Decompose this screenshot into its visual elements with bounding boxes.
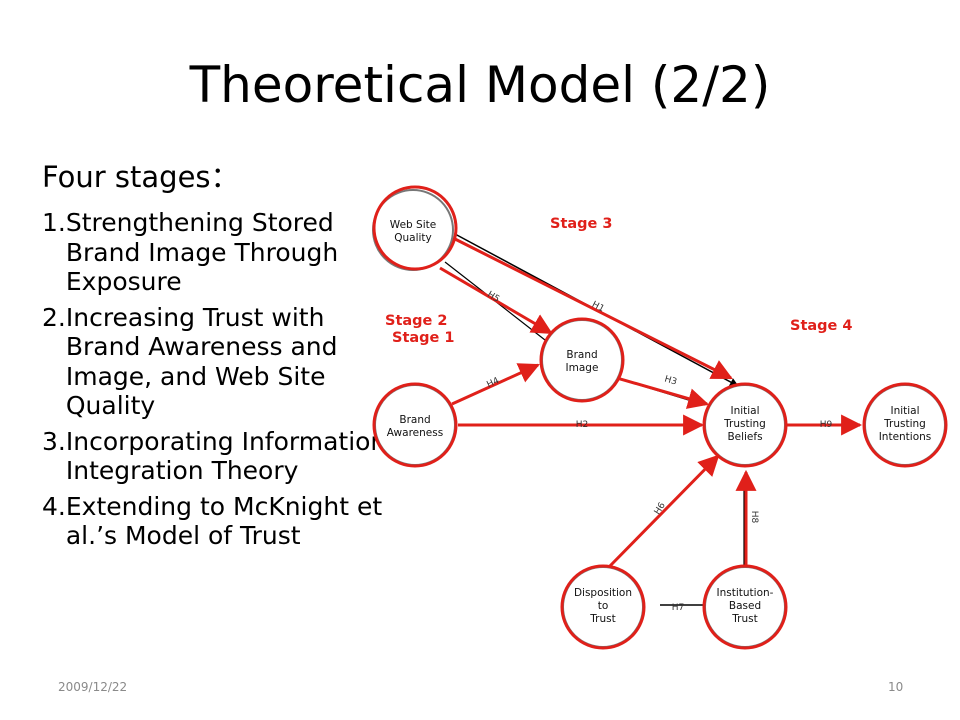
node-label: to [598,600,609,612]
node-label: Trust [589,613,615,625]
footer-date: 2009/12/22 [58,680,128,694]
edge-label-h3: H3 [663,375,678,388]
node-label: Initial [730,405,759,417]
list-heading: Four stages： [42,160,240,194]
edge-label-h6: H6 [653,501,668,517]
edge-labels: H1 H5 H4 H3 H2 H9 H6 H8 H7 [485,290,832,613]
edge-h5 [439,266,553,335]
node-web-site-quality: Web Site Quality [372,185,458,271]
edge-label-h8: H8 [749,511,759,524]
node-label: Initial [890,405,919,417]
edge-label-h9: H9 [820,420,833,430]
node-label: Trusting [883,418,926,430]
node-label: Disposition [574,587,632,599]
node-label: Based [729,600,761,612]
list-item-text: Extending to McKnight et al.’s Model of … [65,491,383,551]
node-label: Image [566,362,599,374]
list-item: 3. Incorporating Information Integration… [42,427,402,486]
edge-h6 [606,454,720,570]
node-label: Trusting [723,418,766,430]
highlighted-edges [439,236,863,570]
node-brand-image: Brand Image [539,317,625,403]
node-label: Web Site [390,219,436,231]
list-item-text: Strengthening Stored Brand Image Through… [65,208,339,297]
node-brand-awareness: Brand Awareness [372,382,458,468]
stage-label-4: Stage 4 [790,318,853,334]
list-item: 2. Increasing Trust with Brand Awareness… [42,303,402,421]
page-number: 10 [888,680,904,694]
node-label: Intentions [879,431,932,443]
node-initial-trusting-beliefs: Initial Trusting Beliefs [702,382,788,468]
stage-label-2: Stage 2 [385,313,448,329]
stage-label-3: Stage 3 [550,216,613,232]
list-item-number: 2. [42,302,66,332]
node-label: Institution- [717,587,774,599]
node-label: Trust [731,613,757,625]
node-label: Brand [566,349,597,361]
node-label: Brand [399,414,430,426]
node-initial-trusting-intentions: Initial Trusting Intentions [862,382,948,468]
list-item-text: Incorporating Information Integration Th… [65,426,387,486]
list-item-number: 1. [42,208,66,238]
node-disposition-to-trust: Disposition to Trust [560,564,646,650]
stage-label-1: Stage 1 [392,330,455,346]
node-label: Beliefs [727,431,762,443]
node-label: Awareness [387,427,443,439]
node-institution-based-trust: Institution- Based Trust [702,564,788,650]
edge-label-h4: H4 [485,376,501,390]
list-item-number: 4. [42,491,66,521]
node-label: Quality [394,232,432,244]
list-item-text: Increasing Trust with Brand Awareness an… [65,302,338,421]
edge-label-h7: H7 [672,603,685,613]
list-item: 1. Strengthening Stored Brand Image Thro… [42,208,402,297]
slide-title: Theoretical Model (2/2) [189,56,771,114]
list-item: 4. Extending to McKnight et al.’s Model … [42,492,402,551]
edge-h4 [451,363,540,406]
stage-labels: Stage 3 Stage 2 Stage 1 Stage 4 [385,216,853,346]
edge-label-h2: H2 [576,420,589,430]
list-item-number: 3. [42,426,66,456]
content-block: Four stages： 1. Strengthening Stored Bra… [42,160,402,557]
edge-h1 [452,236,733,380]
